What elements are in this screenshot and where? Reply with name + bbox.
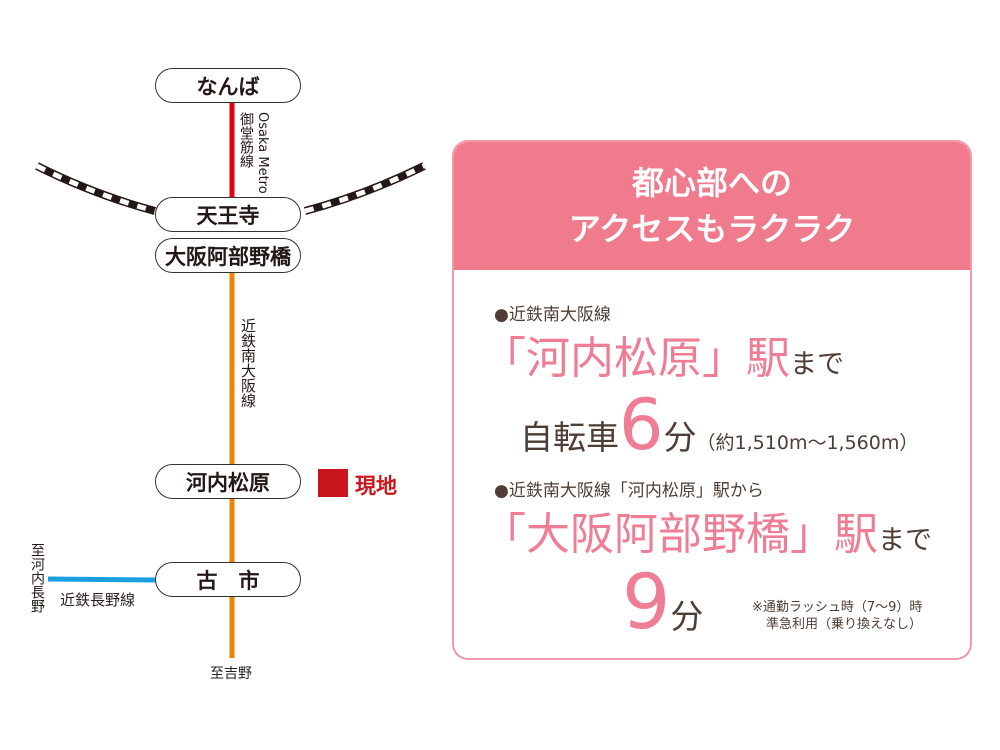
station-kawachimatsubara: 河内松原: [155, 464, 301, 499]
panel-title-line1: 都心部への: [631, 164, 792, 202]
route1-minutes: 6: [619, 384, 664, 466]
yoshino-destination: 至吉野: [210, 666, 252, 682]
route2-note1: ※通勤ラッシュ時（7〜9）時: [752, 600, 923, 615]
route2-destination: 「大阪阿部野橋」駅まで: [482, 498, 932, 562]
nagano-line: [47, 576, 158, 583]
route2-station: 「大阪阿部野橋」駅: [482, 509, 878, 560]
route2-note2: 準急利用（乗り換えなし）: [766, 617, 923, 632]
route2-line: ●近鉄南大阪線「河内松原」駅から: [494, 481, 764, 501]
station-tennoji: 天王寺: [155, 197, 301, 232]
station-abenobashi: 大阪阿部野橋: [155, 238, 301, 273]
route1-line: ●近鉄南大阪線: [494, 305, 611, 325]
site-marker: [318, 469, 348, 497]
route-map-lines: [35, 103, 426, 658]
kawachinagano-destination: 至河内長野: [29, 543, 45, 613]
route1-unit: 分: [663, 418, 697, 457]
route1-destination: 「河内松原」駅まで: [482, 322, 844, 386]
route2-note: ※通勤ラッシュ時（7〜9）時 準急利用（乗り換えなし）: [752, 599, 922, 633]
route1-suffix: まで: [790, 349, 844, 380]
site-label: 現地: [355, 474, 397, 498]
minamiosaka-label: 近鉄南大阪線: [239, 318, 257, 408]
route2-minutes: 9: [622, 557, 671, 646]
route1-station: 「河内松原」駅: [482, 333, 790, 384]
panel-header: 都心部への アクセスもラクラク: [454, 142, 970, 270]
access-panel: 都心部への アクセスもラクラク ●近鉄南大阪線 「河内松原」駅まで 自転車6分（…: [452, 140, 972, 660]
route2-time: 9分: [622, 562, 703, 642]
midosuji-label-ja: 御堂筋線: [238, 112, 254, 168]
route2-suffix: まで: [878, 525, 932, 556]
route1-mode: 自転車: [520, 418, 619, 457]
route1-time: 自転車6分（約1,510m〜1,560m）: [520, 390, 918, 460]
station-furuichi: 古 市: [155, 562, 301, 597]
nagano-label: 近鉄長野線: [60, 591, 136, 609]
route1-distance: （約1,510m〜1,560m）: [696, 432, 919, 454]
route2-unit: 分: [670, 597, 704, 636]
station-namba: なんば: [155, 68, 301, 103]
midosuji-label-en: Osaka Metro: [255, 112, 270, 194]
jr-loop-line: [35, 162, 426, 215]
panel-title-line2: アクセスもラクラク: [568, 210, 856, 248]
